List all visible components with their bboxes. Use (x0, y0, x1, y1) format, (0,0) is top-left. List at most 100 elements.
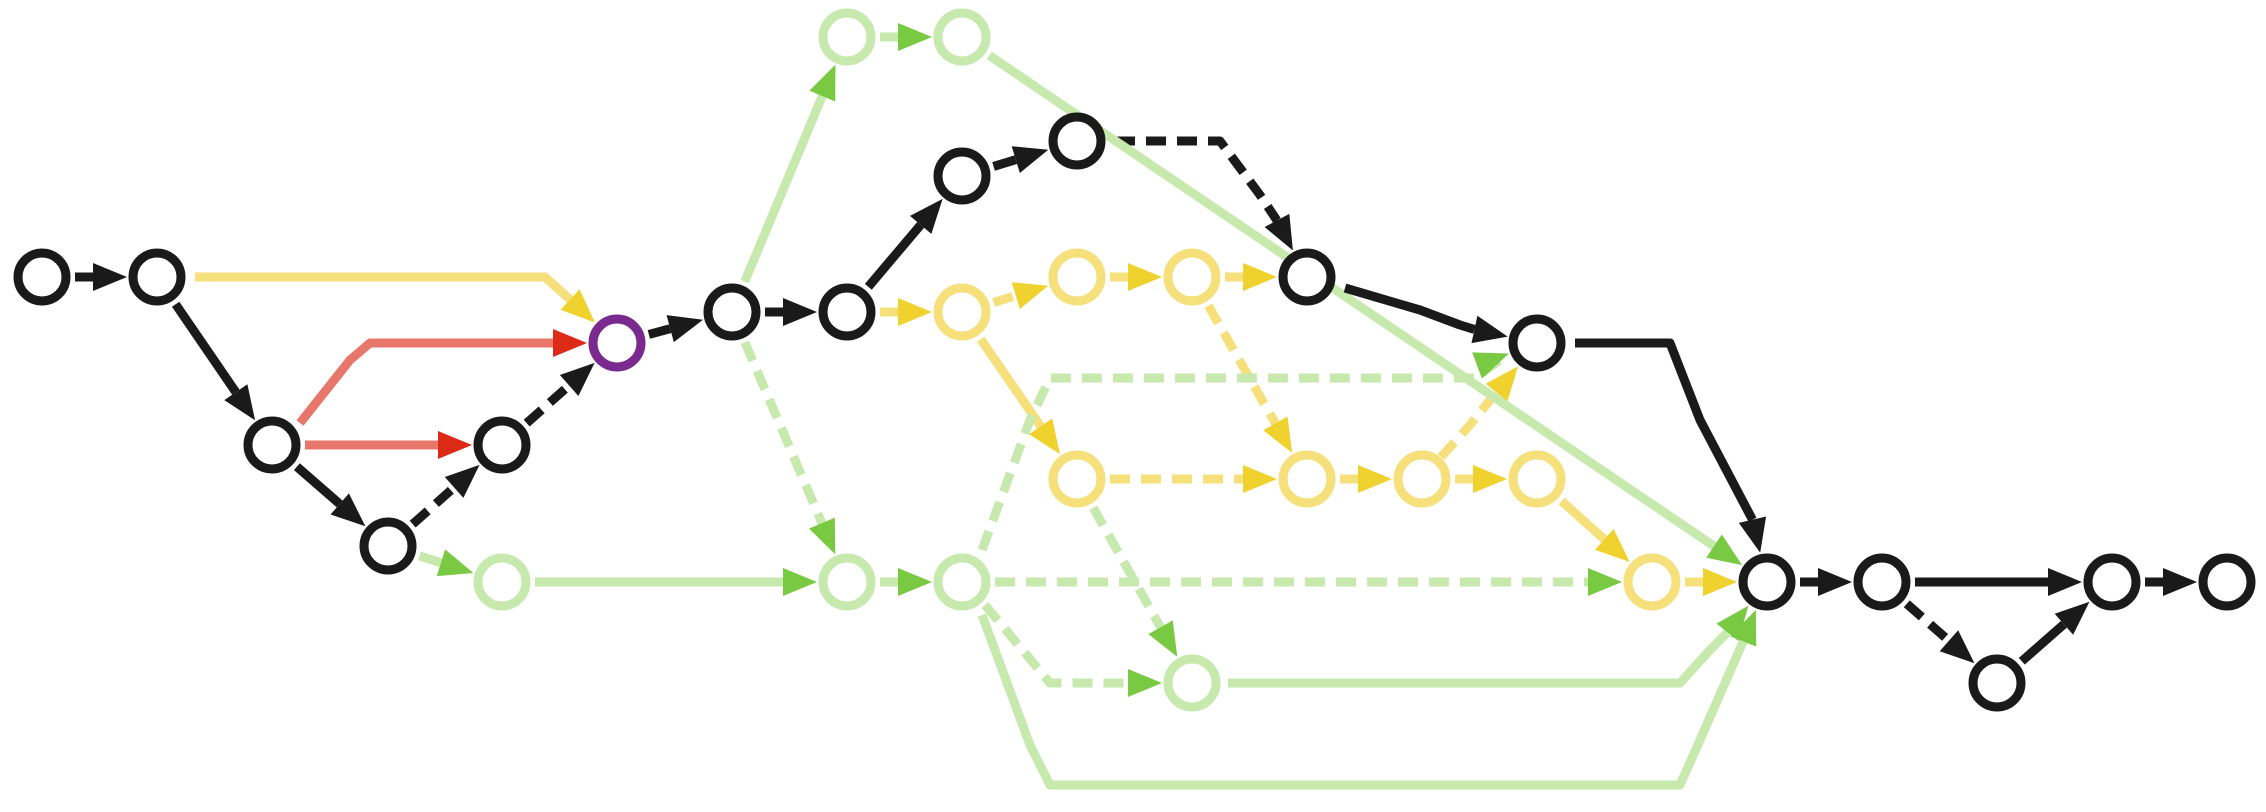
node-g2 (933, 8, 991, 66)
node-y7 (1508, 450, 1566, 508)
arrowhead (93, 263, 127, 291)
node-g3 (818, 553, 876, 611)
node-y2 (1048, 248, 1106, 306)
arrowhead (898, 568, 932, 596)
edge-line (740, 340, 827, 525)
node-n0 (13, 248, 71, 306)
arrowhead (444, 464, 480, 498)
edge-line (981, 602, 1128, 688)
edge-y5-to-y6 (1340, 465, 1392, 493)
edge-line (1228, 629, 1731, 688)
edge-n2-to-n4 (305, 431, 472, 459)
arrowhead (1939, 630, 1975, 664)
arrowhead (1243, 465, 1277, 493)
edge-line (1558, 497, 1608, 543)
node-n13 (1968, 654, 2026, 712)
node-g0 (473, 553, 531, 611)
edge-g4-to-y8 (995, 568, 1622, 596)
edge-line (296, 338, 553, 426)
node-n5 (703, 283, 761, 341)
edge-n9-to-n10 (1343, 283, 1508, 344)
edges-layer (75, 23, 2197, 790)
edge-n2-to-n3 (293, 463, 366, 527)
arrowhead (1706, 534, 1743, 566)
edge-line (171, 301, 240, 395)
arrowhead (2054, 601, 2090, 635)
arrowhead (224, 384, 256, 421)
edge-line (409, 484, 458, 528)
node-y8 (1623, 553, 1681, 611)
edge-n6-to-n7 (864, 198, 943, 290)
edge-line (293, 463, 343, 508)
arrowhead (1029, 418, 1060, 455)
node-g1 (818, 8, 876, 66)
edge-line (977, 336, 1045, 429)
arrowhead (1716, 605, 1749, 641)
node-n7 (933, 147, 991, 205)
edge-g4-to-g5 (981, 602, 1162, 697)
arrowhead (330, 493, 366, 527)
edge-line (195, 272, 574, 303)
edge-y3-to-n9 (1225, 263, 1277, 291)
edge-g4-to-n10 (977, 352, 1509, 552)
edge-y8-to-n11 (1685, 568, 1737, 596)
node-y4 (1048, 450, 1106, 508)
edge-y4-to-g5 (1089, 505, 1178, 657)
edge-line (986, 51, 1717, 550)
node-y5 (1278, 450, 1336, 508)
arrowhead (898, 23, 932, 51)
node-y6 (1393, 450, 1451, 508)
edge-y7-to-y8 (1558, 497, 1630, 562)
edge-n3-to-g0 (418, 549, 474, 577)
arrowhead (1703, 568, 1737, 596)
node-g5 (1163, 654, 1221, 712)
edge-line (740, 94, 827, 284)
edge-g3-to-g4 (880, 568, 932, 596)
node-n10 (1508, 314, 1566, 372)
edge-n4-to-p1 (523, 362, 595, 427)
edge-g1-to-g2 (880, 23, 932, 51)
edge-p1-to-n5 (647, 315, 704, 343)
edge-y2-to-y3 (1110, 263, 1162, 291)
arrowhead (1128, 263, 1162, 291)
node-n15 (2198, 553, 2256, 611)
nodes-layer (13, 8, 2256, 712)
arrowhead (1128, 669, 1162, 697)
edge-line (1089, 505, 1165, 630)
edge-n12-to-n14 (1915, 568, 2082, 596)
edge-n13-to-n14 (2018, 601, 2090, 665)
node-n6 (818, 283, 876, 341)
edge-line (977, 613, 1748, 790)
edge-n5-to-n6 (765, 298, 817, 326)
arrowhead (553, 329, 587, 357)
edge-y4-to-y5 (1110, 465, 1277, 493)
arrowhead (898, 298, 932, 326)
arrowhead (1588, 568, 1622, 596)
edge-n1-to-n2 (171, 301, 256, 421)
node-y3 (1163, 248, 1221, 306)
node-n4 (473, 416, 531, 474)
node-g4 (933, 553, 991, 611)
arrowhead (1485, 366, 1519, 402)
edge-line (992, 155, 1018, 171)
edge-line (1903, 600, 1952, 645)
arrowhead (1594, 528, 1630, 562)
edge-y1-to-y4 (977, 336, 1060, 455)
node-n12 (1853, 553, 1911, 611)
arrowhead (783, 568, 817, 596)
arrowhead (1148, 620, 1178, 657)
edge-g5-to-n11 (1228, 605, 1749, 688)
arrowhead (2048, 568, 2082, 596)
edge-line (1204, 303, 1280, 426)
node-n3 (359, 517, 417, 575)
edge-line (647, 324, 672, 339)
edge-n10-to-n11 (1575, 338, 1767, 553)
edge-n6-to-y1 (880, 298, 932, 326)
edge-line (992, 291, 1018, 307)
node-n2 (243, 416, 301, 474)
edge-line (1343, 283, 1476, 334)
arrowhead (1738, 516, 1767, 553)
node-n11 (1738, 553, 1796, 611)
arrowhead (783, 298, 817, 326)
